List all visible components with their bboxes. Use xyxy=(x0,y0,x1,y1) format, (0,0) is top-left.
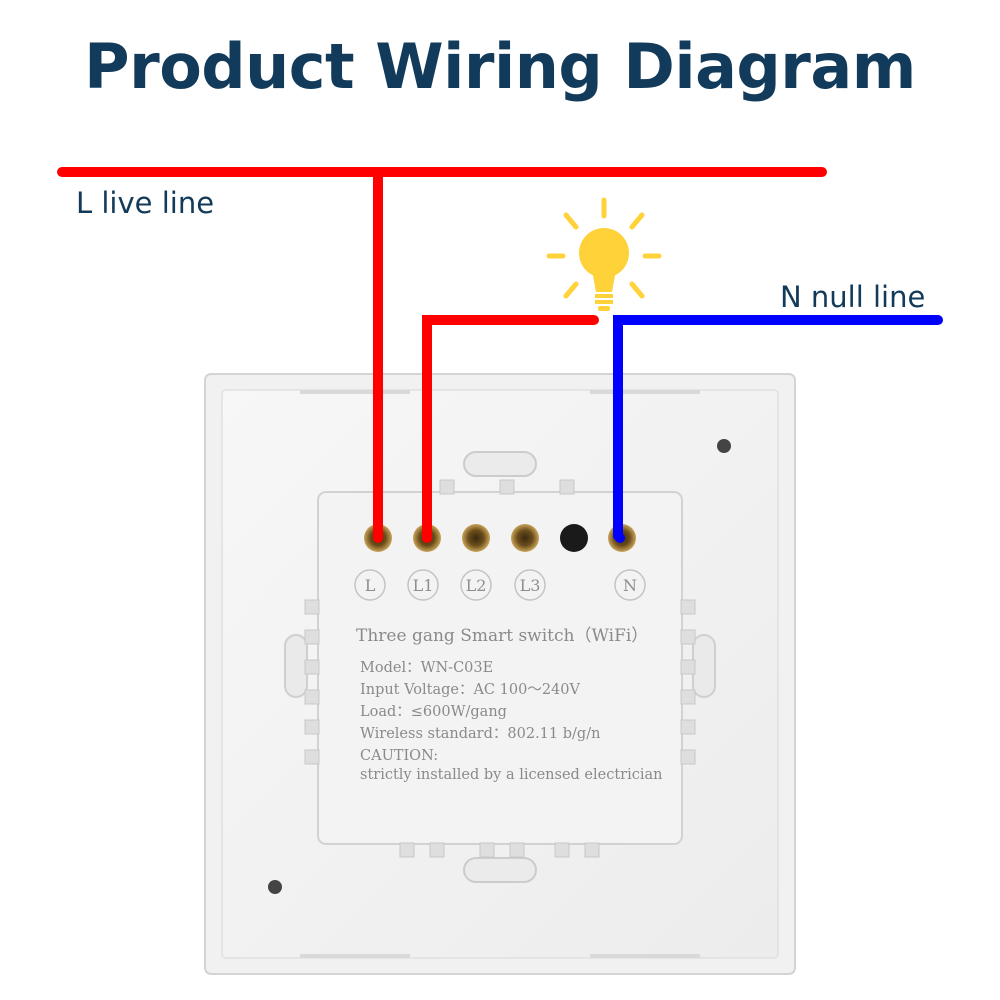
terminal-label-l1: L1 xyxy=(413,576,434,595)
terminal-label-l: L xyxy=(365,576,376,595)
mounting-hole xyxy=(717,439,731,453)
bottom-slot xyxy=(463,857,537,883)
spec-model: Model：WN-C03E xyxy=(360,660,493,676)
terminal-label-l2: L2 xyxy=(466,576,487,595)
terminal-hole-empty xyxy=(560,524,588,552)
side-slot xyxy=(284,634,308,698)
spec-wireless: Wireless standard：802.11 b/g/n xyxy=(360,726,600,742)
terminal-screw-l2 xyxy=(462,524,490,552)
spec-heading: Three gang Smart switch（WiFi） xyxy=(356,626,648,646)
spec-caution-text: strictly installed by a licensed electri… xyxy=(360,767,662,783)
terminal-screw-l3 xyxy=(511,524,539,552)
terminal-label-l3: L3 xyxy=(520,576,541,595)
null-wire xyxy=(613,315,943,541)
top-slot xyxy=(463,451,537,477)
terminal-label-n: N xyxy=(623,576,637,595)
light-bulb-icon xyxy=(546,197,662,311)
mounting-hole xyxy=(268,880,282,894)
spec-voltage: Input Voltage：AC 100～240V xyxy=(360,682,580,698)
null-line-label: N null line xyxy=(780,280,926,314)
side-slot xyxy=(692,634,716,698)
switched-live-wire xyxy=(422,315,599,541)
page-title: Product Wiring Diagram xyxy=(84,30,916,103)
spec-label-plate: Three gang Smart switch（WiFi） Model：WN-C… xyxy=(356,626,662,783)
terminal-labels: L L1 L2 L3 N xyxy=(354,569,646,601)
spec-load: Load：≤600W/gang xyxy=(360,704,507,720)
live-line-label: L live line xyxy=(76,186,215,220)
live-wire xyxy=(57,167,827,541)
spec-caution: CAUTION: xyxy=(360,748,438,764)
